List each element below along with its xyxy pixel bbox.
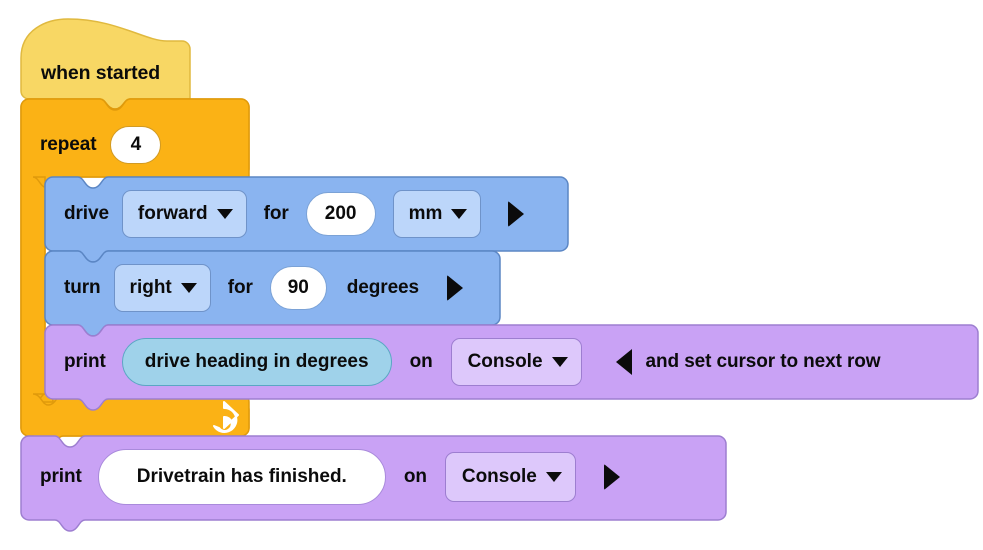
when-started-label: when started [41,62,161,84]
drive-expand-arrow-icon[interactable] [508,201,525,227]
repeat-block[interactable]: repeat 4 [40,126,162,164]
print-heading-on-label: on [409,351,433,372]
drive-units-dropdown[interactable]: mm [392,190,482,238]
print-message-target-dropdown[interactable]: Console [444,452,576,502]
drive-block[interactable]: drive forward for 200 mm [64,190,525,238]
turn-direction-dropdown[interactable]: right [113,264,211,312]
print-heading-label: print [64,351,106,372]
turn-for-label: for [227,277,253,298]
when-started-block[interactable]: when started [41,62,160,85]
drive-direction-value: forward [137,203,208,224]
turn-expand-arrow-icon[interactable] [446,275,463,301]
print-message-block[interactable]: print Drivetrain has finished. on Consol… [40,449,620,505]
turn-units-label: degrees [346,277,419,298]
print-message-target-value: Console [461,466,537,487]
drive-distance-input[interactable]: 200 [305,192,376,236]
print-heading-block[interactable]: print drive heading in degrees on Consol… [64,338,881,386]
chevron-down-icon [180,283,197,293]
drive-units-value: mm [408,203,443,224]
print-message-text-input[interactable]: Drivetrain has finished. [97,449,386,505]
drive-for-label: for [263,203,289,224]
print-heading-target-value: Console [467,351,543,372]
loop-arrow-icon [213,401,239,433]
print-heading-suffix-label: and set cursor to next row [645,351,881,372]
print-message-label: print [40,466,82,487]
turn-direction-value: right [129,277,172,298]
print-message-on-label: on [403,466,427,487]
repeat-label: repeat [40,134,97,155]
print-message-expand-arrow-icon[interactable] [603,464,620,490]
drive-heading-reporter-block[interactable]: drive heading in degrees [121,338,392,386]
chevron-down-icon [545,472,562,482]
chevron-down-icon [451,209,468,219]
print-heading-target-dropdown[interactable]: Console [450,338,582,386]
turn-amount-input[interactable]: 90 [269,266,327,310]
turn-label: turn [64,277,101,298]
print-heading-collapse-arrow-icon[interactable] [615,349,632,375]
turn-block[interactable]: turn right for 90 degrees [64,264,463,312]
chevron-down-icon [551,357,568,367]
repeat-count-input[interactable]: 4 [110,126,162,164]
drive-label: drive [64,203,109,224]
chevron-down-icon [216,209,233,219]
drive-direction-dropdown[interactable]: forward [121,190,247,238]
